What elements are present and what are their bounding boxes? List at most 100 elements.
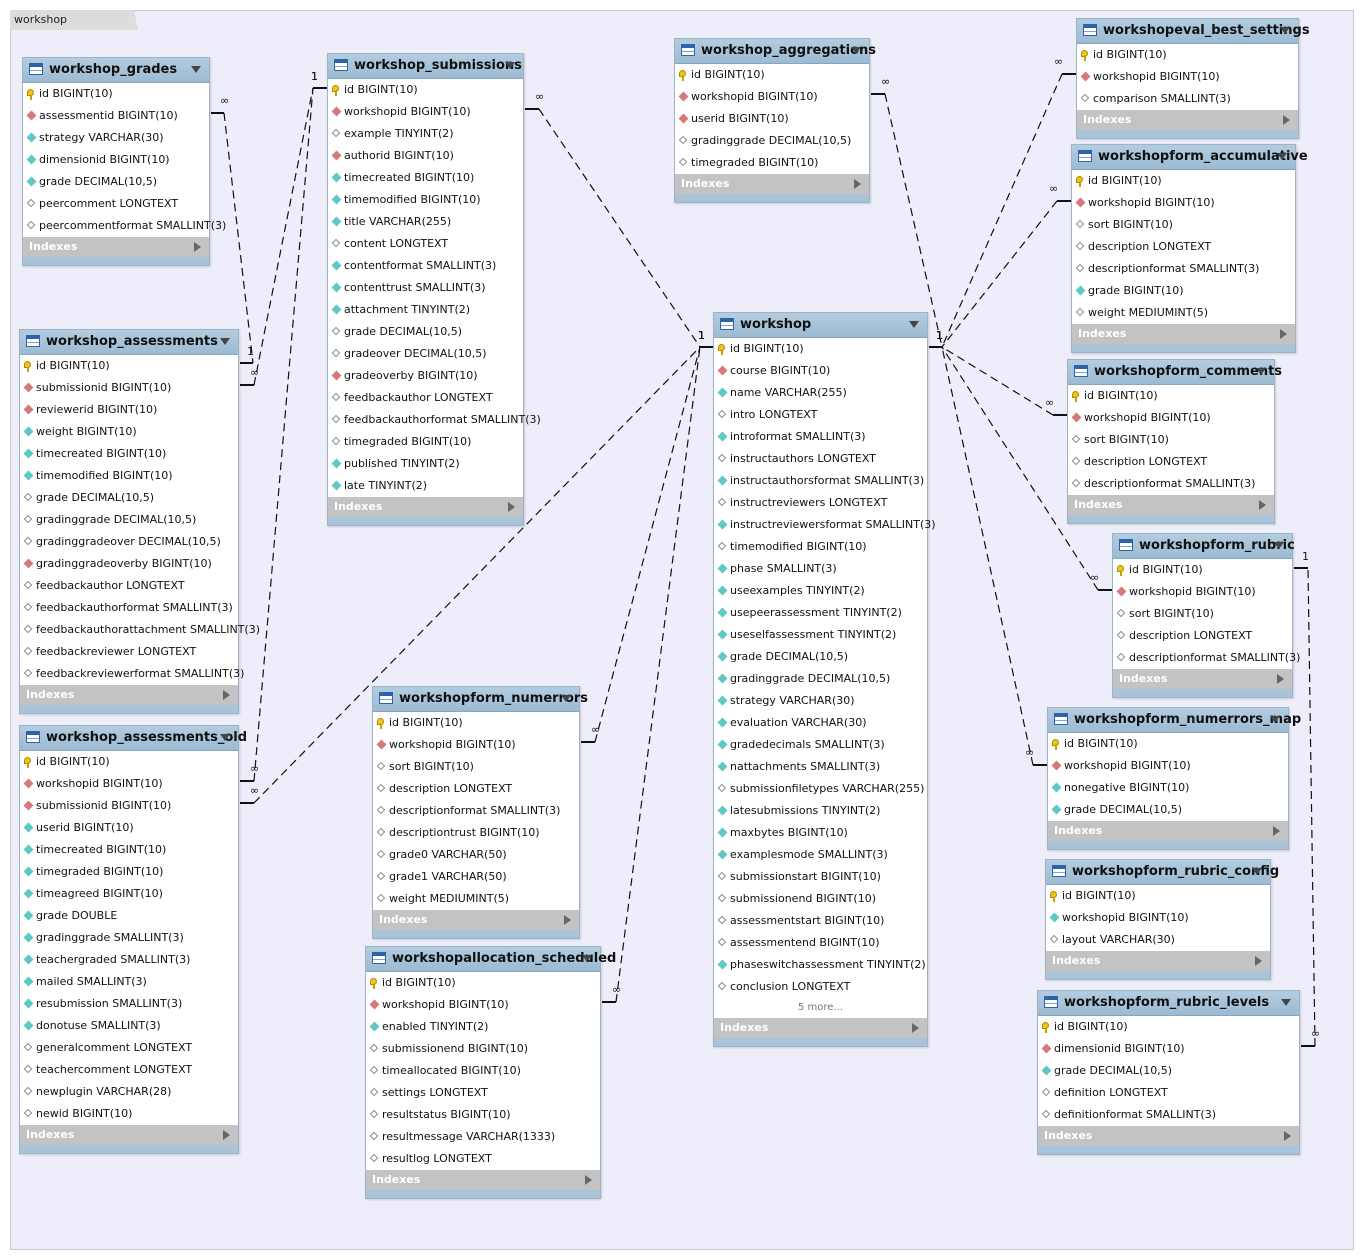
table-column[interactable]: timecreated BIGINT(10) [20,839,238,861]
table-column[interactable]: id BIGINT(10) [20,751,238,773]
relationship-workshopform_rubric_levels-workshopform_rubric[interactable] [1294,567,1316,1047]
table-column[interactable]: id BIGINT(10) [1038,1016,1299,1038]
table-column[interactable]: latesubmissions TINYINT(2) [714,800,927,822]
table-column[interactable]: id BIGINT(10) [1113,559,1292,581]
indexes-section[interactable]: Indexes [20,1125,238,1145]
table-column[interactable]: timeagreed BIGINT(10) [20,883,238,905]
table-column[interactable]: weight MEDIUMINT(5) [373,888,579,910]
diagram-tab[interactable]: workshop [10,10,138,30]
table-column[interactable]: id BIGINT(10) [328,79,523,101]
relationship-workshop_assessments_old-workshop_submissions[interactable] [240,87,327,782]
table-column[interactable]: conclusion LONGTEXT [714,976,927,998]
table-column[interactable]: id BIGINT(10) [675,64,869,86]
table-column[interactable]: resultlog LONGTEXT [366,1148,600,1170]
relationship-workshopform_numerrors_map-workshop[interactable] [929,346,1047,766]
indexes-section[interactable]: Indexes [328,497,523,517]
table-column[interactable]: resultstatus BIGINT(10) [366,1104,600,1126]
table-column[interactable]: gradinggradeover DECIMAL(10,5) [20,531,238,553]
table-column[interactable]: gradeover DECIMAL(10,5) [328,343,523,365]
table-column[interactable]: id BIGINT(10) [1048,733,1288,755]
table-header[interactable]: workshopallocation_scheduled [366,947,616,972]
table-column[interactable]: timegraded BIGINT(10) [328,431,523,453]
table-column[interactable]: feedbackauthorformat SMALLINT(3) [20,597,238,619]
table-column[interactable]: assessmentid BIGINT(10) [23,105,209,127]
table-column[interactable]: userid BIGINT(10) [675,108,869,130]
table-column[interactable]: instructauthors LONGTEXT [714,448,927,470]
table-column[interactable]: dimensionid BIGINT(10) [23,149,209,171]
chevron-down-icon[interactable] [909,321,919,328]
chevron-down-icon[interactable] [1270,716,1280,723]
table-header[interactable]: workshopform_rubric_levels [1038,991,1299,1016]
table-column[interactable]: phase SMALLINT(3) [714,558,927,580]
table-column[interactable]: descriptionformat SMALLINT(3) [1113,647,1300,669]
table-column[interactable]: maxbytes BIGINT(10) [714,822,927,844]
table-column[interactable]: description LONGTEXT [373,778,579,800]
table-column[interactable]: example TINYINT(2) [328,123,523,145]
table-column[interactable]: description LONGTEXT [1072,236,1295,258]
table-column[interactable]: comparison SMALLINT(3) [1077,88,1298,110]
chevron-down-icon[interactable] [1277,153,1287,160]
table-column[interactable]: grade BIGINT(10) [1072,280,1295,302]
more-columns-link[interactable]: 5 more... [798,1002,843,1013]
table-column[interactable]: assessmentstart BIGINT(10) [714,910,927,932]
table-column[interactable]: workshopid BIGINT(10) [20,773,238,795]
table-column[interactable]: feedbackauthorattachment SMALLINT(3) [20,619,260,641]
indexes-section[interactable]: Indexes [1068,495,1274,515]
table-header[interactable]: workshopform_comments [1068,360,1282,385]
table-column[interactable]: phaseswitchassessment TINYINT(2) [714,954,927,976]
table-column[interactable]: descriptionformat SMALLINT(3) [1068,473,1274,495]
indexes-section[interactable]: Indexes [1072,324,1295,344]
table-column[interactable]: timecreated BIGINT(10) [328,167,523,189]
table-column[interactable]: resubmission SMALLINT(3) [20,993,238,1015]
table-column[interactable]: sort BIGINT(10) [1072,214,1295,236]
table-column[interactable]: introformat SMALLINT(3) [714,426,927,448]
table-column[interactable]: contentformat SMALLINT(3) [328,255,523,277]
indexes-section[interactable]: Indexes [366,1170,600,1190]
table-column[interactable]: timegraded BIGINT(10) [20,861,238,883]
table-column[interactable]: description LONGTEXT [1113,625,1292,647]
table-column[interactable]: id BIGINT(10) [1068,385,1274,407]
indexes-section[interactable]: Indexes [20,685,238,705]
table-column[interactable]: gradinggrade DECIMAL(10,5) [20,509,238,531]
chevron-down-icon[interactable] [561,695,571,702]
table-column[interactable]: gradinggrade DECIMAL(10,5) [675,130,869,152]
relationship-workshopeval_best_settings-workshop[interactable] [929,73,1076,348]
table-column[interactable]: title VARCHAR(255) [328,211,523,233]
chevron-down-icon[interactable] [505,62,515,69]
chevron-down-icon[interactable] [1256,368,1266,375]
table-column[interactable]: grade DECIMAL(10,5) [1048,799,1288,821]
table-column[interactable]: grade1 VARCHAR(50) [373,866,579,888]
table-column[interactable]: grade DECIMAL(10,5) [328,321,523,343]
table-column[interactable]: examplesmode SMALLINT(3) [714,844,927,866]
table-header[interactable]: workshopform_rubric_config [1046,860,1279,885]
table-column[interactable]: mailed SMALLINT(3) [20,971,238,993]
table-column[interactable]: submissionend BIGINT(10) [714,888,927,910]
table-column[interactable]: weight MEDIUMINT(5) [1072,302,1295,324]
table-column[interactable]: workshopid BIGINT(10) [1113,581,1292,603]
table-column[interactable]: workshopid BIGINT(10) [366,994,600,1016]
table-header[interactable]: workshopform_numerrors_map [1048,708,1301,733]
chevron-down-icon[interactable] [191,66,201,73]
relationship-workshopform_numerrors-workshop[interactable] [581,346,713,743]
table-column[interactable]: workshopid BIGINT(10) [1046,907,1270,929]
relationship-workshopform_accumulative-workshop[interactable] [929,200,1071,348]
chevron-down-icon[interactable] [582,955,592,962]
table-column[interactable]: feedbackreviewerformat SMALLINT(3) [20,663,244,685]
table-column[interactable]: late TINYINT(2) [328,475,523,497]
table-column[interactable]: timemodified BIGINT(10) [714,536,927,558]
table-column[interactable]: id BIGINT(10) [1077,44,1298,66]
table-column[interactable]: intro LONGTEXT [714,404,927,426]
indexes-section[interactable]: Indexes [1048,821,1288,841]
table-column[interactable]: submissionid BIGINT(10) [20,795,238,817]
chevron-down-icon[interactable] [220,338,230,345]
